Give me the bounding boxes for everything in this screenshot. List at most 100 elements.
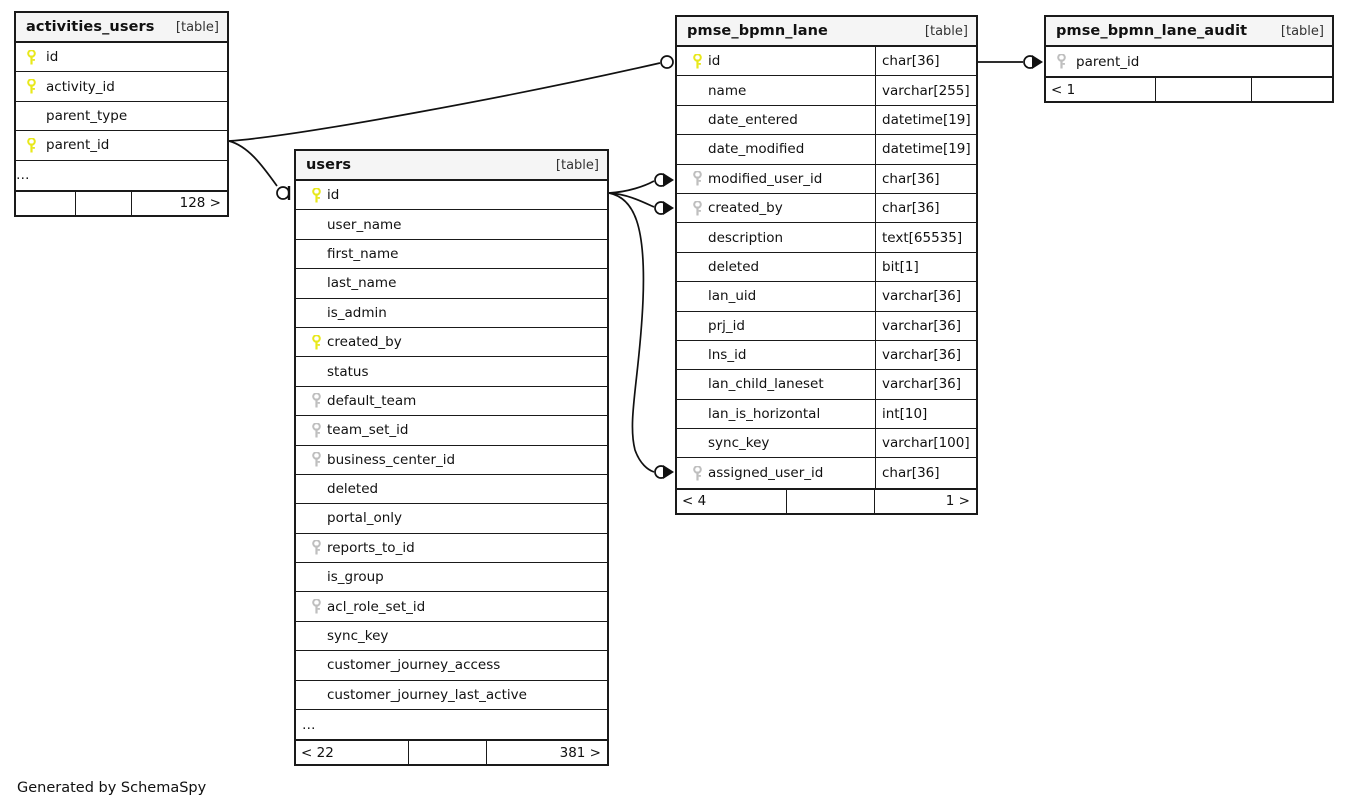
table-row[interactable]: reports_to_id [296, 534, 607, 564]
column-type: char[36] [875, 193, 976, 223]
column-type: char[36] [875, 47, 976, 76]
table-row[interactable]: id char[36] [677, 47, 976, 77]
zero-or-one-marker [654, 173, 668, 187]
column-cell: … [16, 161, 227, 190]
index-key-icon [305, 598, 327, 616]
no-key-spacer [305, 509, 327, 527]
footer-middle [787, 489, 875, 513]
table-row[interactable]: created_by [296, 328, 607, 358]
table-row[interactable]: parent_id [1046, 47, 1332, 76]
no-key-spacer [686, 405, 708, 423]
no-key-spacer [305, 245, 327, 263]
table-footer-users: < 22 381 > [296, 739, 607, 765]
table-row[interactable]: customer_journey_last_active [296, 681, 607, 711]
table-activities_users[interactable]: activities_users [table] id [14, 11, 229, 217]
column-name: last_name [327, 275, 397, 292]
table-row[interactable]: id [296, 181, 607, 211]
footer-right: 381 > [559, 744, 601, 761]
column-cell: deleted [677, 253, 875, 281]
footer-left [16, 191, 76, 215]
table-row[interactable]: status [296, 357, 607, 387]
crowfoot-marker [663, 173, 674, 187]
table-tag: [table] [175, 19, 219, 35]
column-name: name [708, 82, 747, 99]
table-users[interactable]: users [table] id user_name first_name last_… [294, 149, 609, 767]
no-key-spacer [686, 111, 708, 129]
table-row[interactable]: portal_only [296, 504, 607, 534]
column-name: parent_id [46, 137, 110, 154]
table-row[interactable]: acl_role_set_id [296, 592, 607, 622]
table-name: activities_users [26, 19, 155, 35]
table-row[interactable]: user_name [296, 210, 607, 240]
more-columns-row[interactable]: … [296, 710, 607, 739]
table-row[interactable]: deleted [296, 475, 607, 505]
table-header-users: users [table] [296, 151, 607, 181]
column-cell: id [16, 43, 227, 71]
column-type: varchar[100] [875, 429, 976, 458]
column-type: bit[1] [875, 252, 976, 282]
table-row[interactable]: is_admin [296, 299, 607, 328]
column-cell: date_modified [677, 135, 875, 163]
table-header-pmse_bpmn_lane_audit: pmse_bpmn_lane_audit [table] [1046, 17, 1332, 47]
table-row[interactable]: last_name [296, 269, 607, 299]
no-key-spacer [686, 375, 708, 393]
edge-users-to-lane-created_by [608, 192, 674, 215]
column-name: is_group [327, 569, 384, 586]
no-key-spacer [305, 216, 327, 234]
column-cell: date_entered [677, 106, 875, 134]
column-cell: customer_journey_access [296, 651, 607, 679]
column-cell: modified_user_id [677, 165, 875, 193]
footer-middle [1156, 78, 1252, 102]
column-name: lns_id [708, 347, 747, 364]
column-name: prj_id [708, 317, 745, 334]
column-cell: team_set_id [296, 416, 607, 444]
table-row[interactable]: sync_key [296, 622, 607, 652]
no-key-spacer [305, 480, 327, 498]
column-name: parent_id [1076, 53, 1140, 70]
primary-key-icon [16, 136, 46, 154]
table-pmse_bpmn_lane_audit[interactable]: pmse_bpmn_lane_audit [table] parent_id [1044, 15, 1334, 104]
no-key-spacer [686, 229, 708, 247]
more-columns-row[interactable]: … [16, 161, 227, 190]
table-row[interactable]: first_name [296, 240, 607, 270]
column-cell: status [296, 357, 607, 385]
table-row[interactable]: default_team [296, 387, 607, 417]
column-cell: last_name [296, 269, 607, 297]
crowfoot-marker [1032, 55, 1043, 69]
column-type: varchar[36] [875, 370, 976, 399]
column-name: modified_user_id [708, 170, 823, 187]
table-row[interactable]: business_center_id [296, 446, 607, 475]
column-name: lan_uid [708, 288, 757, 305]
column-cell: lns_id [677, 341, 875, 369]
table-row[interactable]: id [16, 43, 227, 73]
table-row[interactable]: team_set_id [296, 416, 607, 446]
column-name: user_name [327, 216, 402, 233]
column-name: id [708, 53, 721, 70]
column-cell: is_admin [296, 299, 607, 327]
table-row[interactable]: parent_type [16, 102, 227, 132]
table-row[interactable]: is_group [296, 563, 607, 593]
table-row[interactable]: customer_journey_access [296, 651, 607, 681]
no-key-spacer [686, 287, 708, 305]
footer-middle [409, 741, 487, 765]
table-row[interactable]: activity_id [16, 72, 227, 102]
no-key-spacer [686, 434, 708, 452]
table-row[interactable]: parent_id [16, 131, 227, 161]
